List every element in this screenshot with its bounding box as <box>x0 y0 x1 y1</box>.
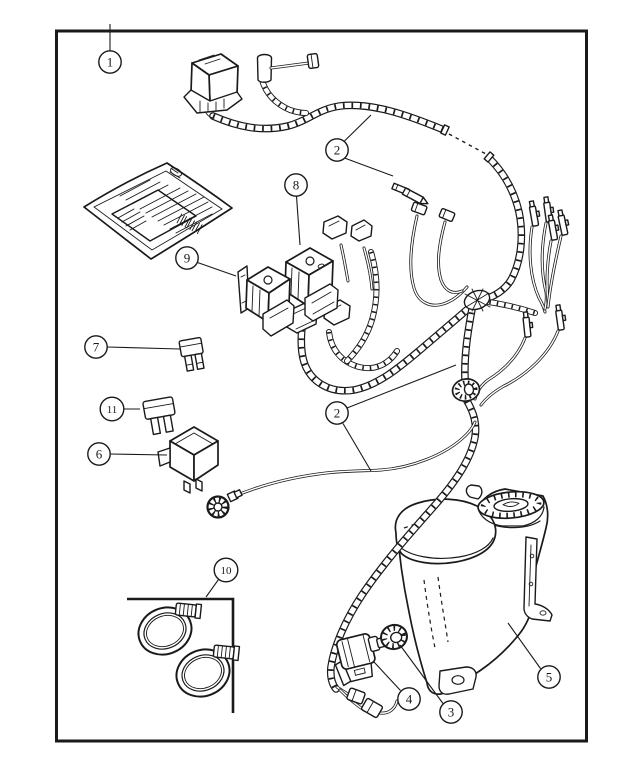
callout-leader-line <box>205 578 220 598</box>
callout-leader-line <box>197 261 237 277</box>
callout-9: 9 <box>175 246 237 277</box>
callout-number: 2 <box>334 405 341 420</box>
clamp-bracket-line <box>127 597 235 713</box>
callout-circle <box>98 50 122 74</box>
callout-circle <box>397 687 421 711</box>
callout-number: 4 <box>406 691 413 706</box>
callout-number: 5 <box>546 669 553 684</box>
callout-1: 1 <box>98 24 122 74</box>
callout-2-2: 2 <box>325 364 457 472</box>
cap-tether <box>465 484 483 500</box>
callout-number: 1 <box>107 54 114 69</box>
relay-9 <box>237 265 295 337</box>
callout-leader-line <box>346 364 457 409</box>
callout-leader-line <box>342 423 372 472</box>
callout-circle <box>213 557 239 583</box>
tee-fitting <box>256 52 320 83</box>
callout-number: 7 <box>93 339 100 354</box>
callout-number: 3 <box>448 704 455 719</box>
reservoir-bracket <box>523 536 553 622</box>
fuse-7 <box>178 336 205 372</box>
callout-number: 9 <box>184 250 191 265</box>
callout-circle <box>284 173 308 197</box>
callout-number: 6 <box>96 446 103 461</box>
callout-circle <box>439 700 463 724</box>
callout-leader-line <box>343 114 372 142</box>
callout-10: 10 <box>205 557 239 598</box>
relay-6 <box>157 426 219 494</box>
callout-leader-line <box>344 157 394 177</box>
callout-number: 11 <box>107 404 118 416</box>
hose-clamp-2 <box>175 644 241 698</box>
callout-2-1: 2 <box>325 114 394 177</box>
callout-circle <box>84 335 108 359</box>
harness-grommet <box>451 378 481 402</box>
callout-6: 6 <box>87 442 168 466</box>
hose-clamp-1 <box>137 602 203 656</box>
callout-11: 11 <box>99 396 140 422</box>
washer-reservoir <box>394 484 553 695</box>
harness-connectors <box>284 215 373 334</box>
ground-wire <box>206 420 477 519</box>
sheet-barcode <box>176 213 203 235</box>
callout-circle <box>175 246 199 270</box>
loop-wire-connectors <box>410 201 456 223</box>
callout-layer: 1 2 2 3 4 5 6 7 8 9 10 11 <box>84 24 561 724</box>
callout-leader-line <box>507 622 541 669</box>
spade-terminals <box>391 182 429 205</box>
pump-grommet <box>380 623 408 651</box>
callout-number: 2 <box>334 142 341 157</box>
callout-number: 8 <box>293 177 300 192</box>
harness-break-dashes <box>448 133 487 155</box>
wiring-harness <box>213 80 572 689</box>
pump-connectors <box>335 685 399 719</box>
callout-circle <box>325 138 349 162</box>
callout-4: 4 <box>373 661 421 711</box>
relay-8 <box>284 247 339 322</box>
wire-terminals-upper <box>527 195 572 242</box>
harness-junction-tape <box>463 288 491 312</box>
callout-3: 3 <box>399 644 463 724</box>
callout-leader-line <box>295 196 301 246</box>
callout-7: 7 <box>84 335 181 359</box>
mini-fuse-11 <box>142 396 176 436</box>
instruction-sheet <box>83 162 233 260</box>
ring-terminal <box>206 489 243 519</box>
callout-5: 5 <box>507 622 561 689</box>
callout-circle <box>537 665 561 689</box>
callout-leader-line <box>110 453 168 456</box>
callout-leader-line <box>107 346 181 350</box>
diagram-frame <box>55 29 588 743</box>
callout-circle <box>325 401 349 425</box>
callout-circle <box>99 396 125 422</box>
callout-leader-line <box>399 644 444 704</box>
callout-number: 10 <box>221 565 233 577</box>
washer-pump <box>334 633 392 687</box>
callout-leader-line <box>373 661 401 691</box>
callout-8: 8 <box>284 173 308 246</box>
harness-main-connector <box>183 53 243 119</box>
callout-circle <box>87 442 111 466</box>
